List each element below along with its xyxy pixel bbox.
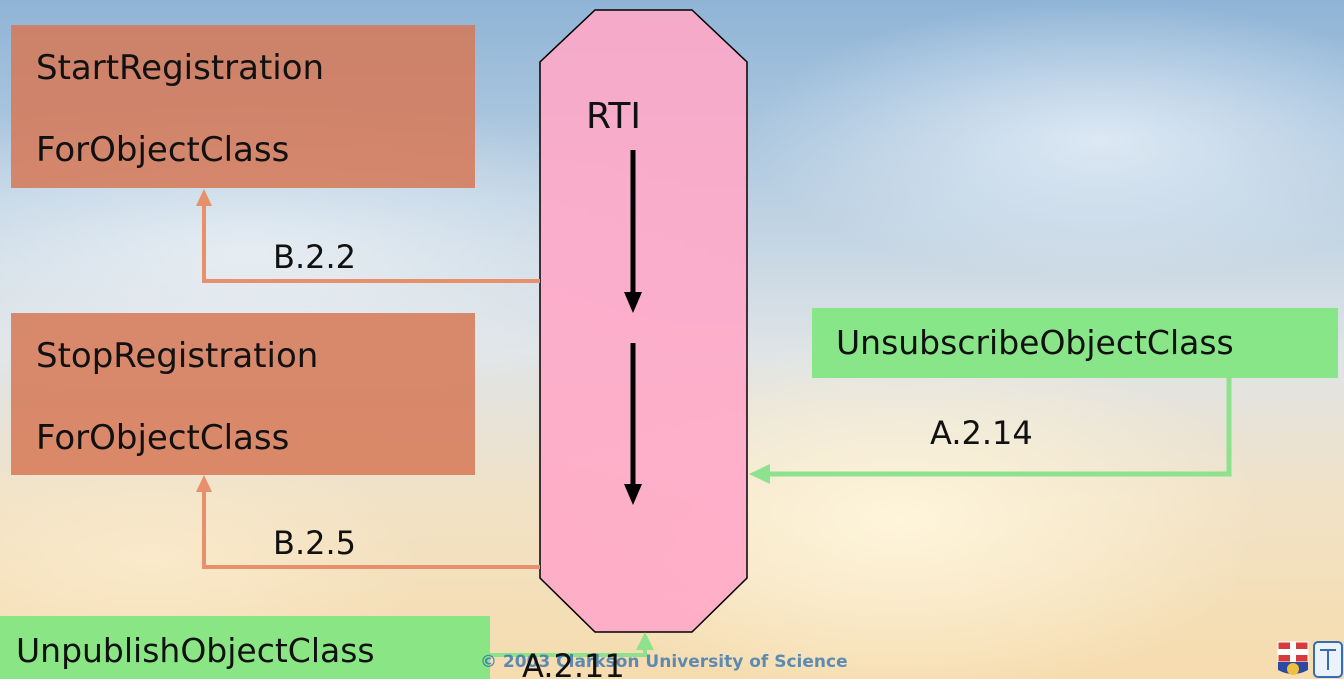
a211-arrow: [490, 632, 654, 657]
stop-registration-line2: ForObjectClass: [36, 418, 290, 458]
b25-label: B.2.5: [273, 524, 357, 562]
a214-arrow: [749, 377, 1232, 484]
university-crest-icon: [1277, 641, 1343, 678]
unsubscribe-box: UnsubscribeObjectClass: [812, 308, 1338, 378]
b22-label: B.2.2: [273, 238, 357, 276]
rti-block: [539, 9, 748, 633]
start-registration-box: StartRegistration ForObjectClass: [11, 25, 475, 188]
unpublish-box: UnpublishObjectClass: [0, 616, 490, 679]
b22-arrow: [196, 189, 540, 283]
a211-label: A.2.11: [522, 647, 625, 679]
start-registration-line2: ForObjectClass: [36, 130, 290, 170]
stop-registration-box: StopRegistration ForObjectClass: [11, 313, 475, 475]
stop-registration-line1: StopRegistration: [36, 336, 319, 376]
rti-label: RTI: [586, 96, 642, 137]
a214-label: A.2.14: [930, 414, 1033, 452]
unsubscribe-label: UnsubscribeObjectClass: [836, 323, 1234, 362]
rti-down-arrow-2: [624, 343, 642, 505]
unpublish-label: UnpublishObjectClass: [16, 631, 375, 670]
footer-copyright: © 2003 Clarkson University of Science: [480, 652, 848, 672]
start-registration-line1: StartRegistration: [36, 48, 325, 88]
rti-down-arrow-1: [624, 150, 642, 313]
b25-arrow: [196, 475, 540, 569]
